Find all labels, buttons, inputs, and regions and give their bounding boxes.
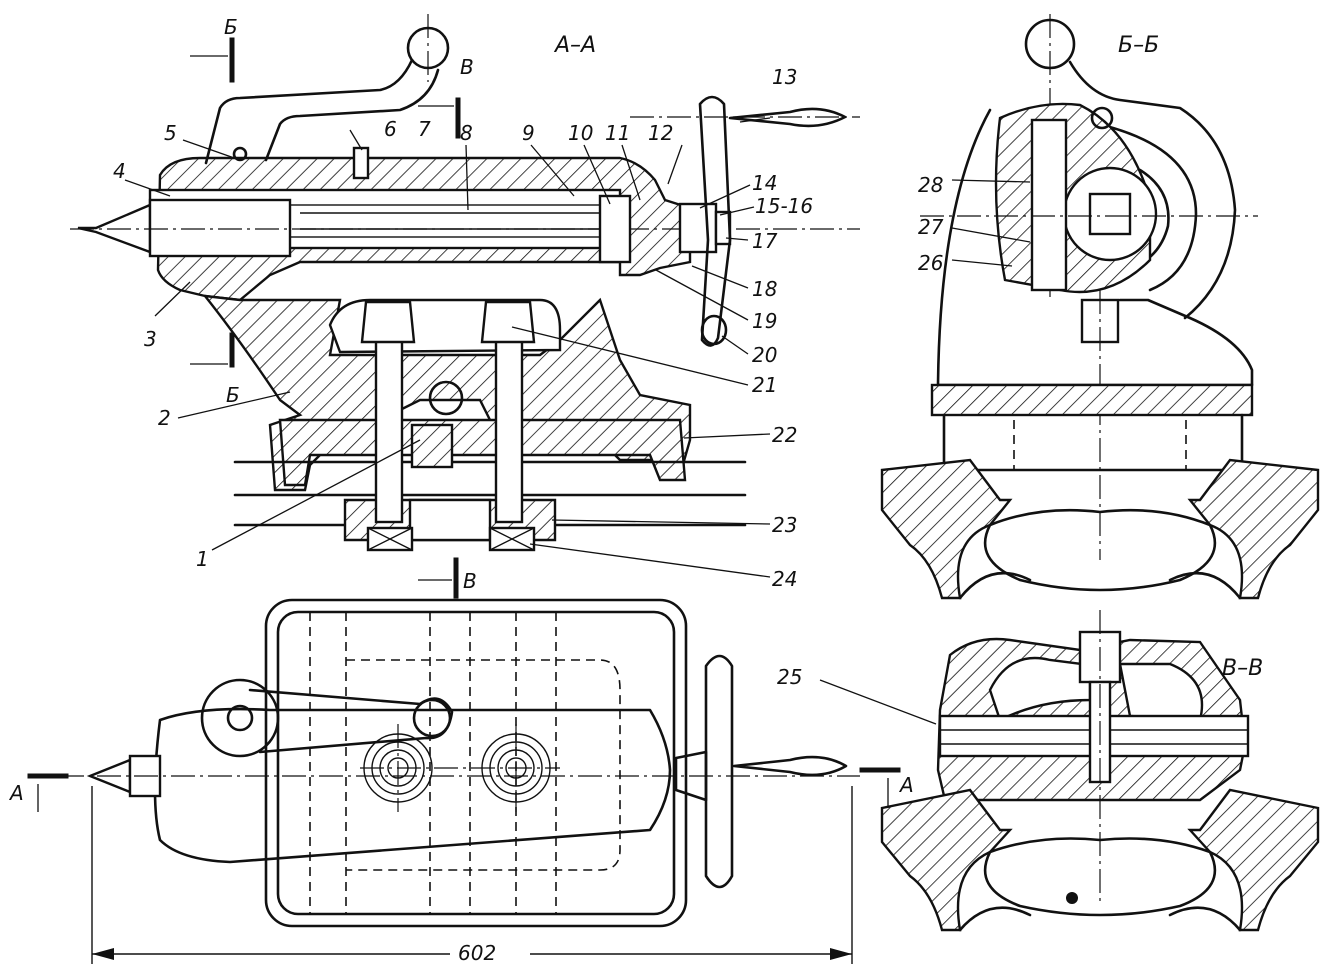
section-aa-title: А–А — [553, 33, 596, 58]
section-bb-title: Б–Б — [1118, 33, 1159, 58]
callout-4: 4 — [113, 159, 126, 183]
section-aa-view — [70, 14, 860, 552]
callout-8: 8 — [460, 121, 473, 145]
dimension-length: 602 — [458, 941, 496, 965]
callout-3: 3 — [144, 327, 157, 351]
callout-23: 23 — [772, 513, 797, 537]
callout-7: 7 — [418, 117, 431, 141]
callout-15-16: 15-16 — [755, 194, 813, 218]
section-vv-view — [880, 610, 1320, 932]
cut-letter-b-top: Б — [224, 15, 238, 39]
cut-letter-b-bottom: Б — [226, 383, 240, 407]
callout-20: 20 — [752, 343, 777, 367]
callout-22: 22 — [772, 423, 797, 447]
callout-27: 27 — [918, 215, 944, 239]
callout-6: 6 — [384, 117, 397, 141]
cut-letter-v-mid: В — [463, 569, 477, 593]
callout-24: 24 — [772, 567, 797, 591]
cut-letter-a-left: А — [8, 781, 24, 805]
callout-14: 14 — [752, 171, 777, 195]
callout-21: 21 — [752, 373, 777, 397]
cut-letter-v-top: В — [460, 55, 474, 79]
callout-11: 11 — [605, 121, 630, 145]
callout-19: 19 — [752, 309, 777, 333]
callout-5: 5 — [164, 121, 177, 145]
leader-lines — [124, 117, 1031, 725]
section-bb-view — [880, 14, 1320, 600]
plan-view — [27, 557, 901, 964]
callout-26: 26 — [918, 251, 943, 275]
callout-17: 17 — [752, 229, 778, 253]
callout-12: 12 — [648, 121, 673, 145]
callout-28: 28 — [918, 173, 943, 197]
callout-25: 25 — [777, 665, 802, 689]
callout-13: 13 — [772, 65, 797, 89]
callout-18: 18 — [752, 277, 777, 301]
callout-1: 1 — [196, 547, 209, 571]
callout-10: 10 — [568, 121, 593, 145]
callout-2: 2 — [158, 406, 171, 430]
callout-9: 9 — [522, 121, 535, 145]
cut-letter-a-right: А — [898, 773, 914, 797]
section-vv-title: В–В — [1222, 656, 1263, 681]
